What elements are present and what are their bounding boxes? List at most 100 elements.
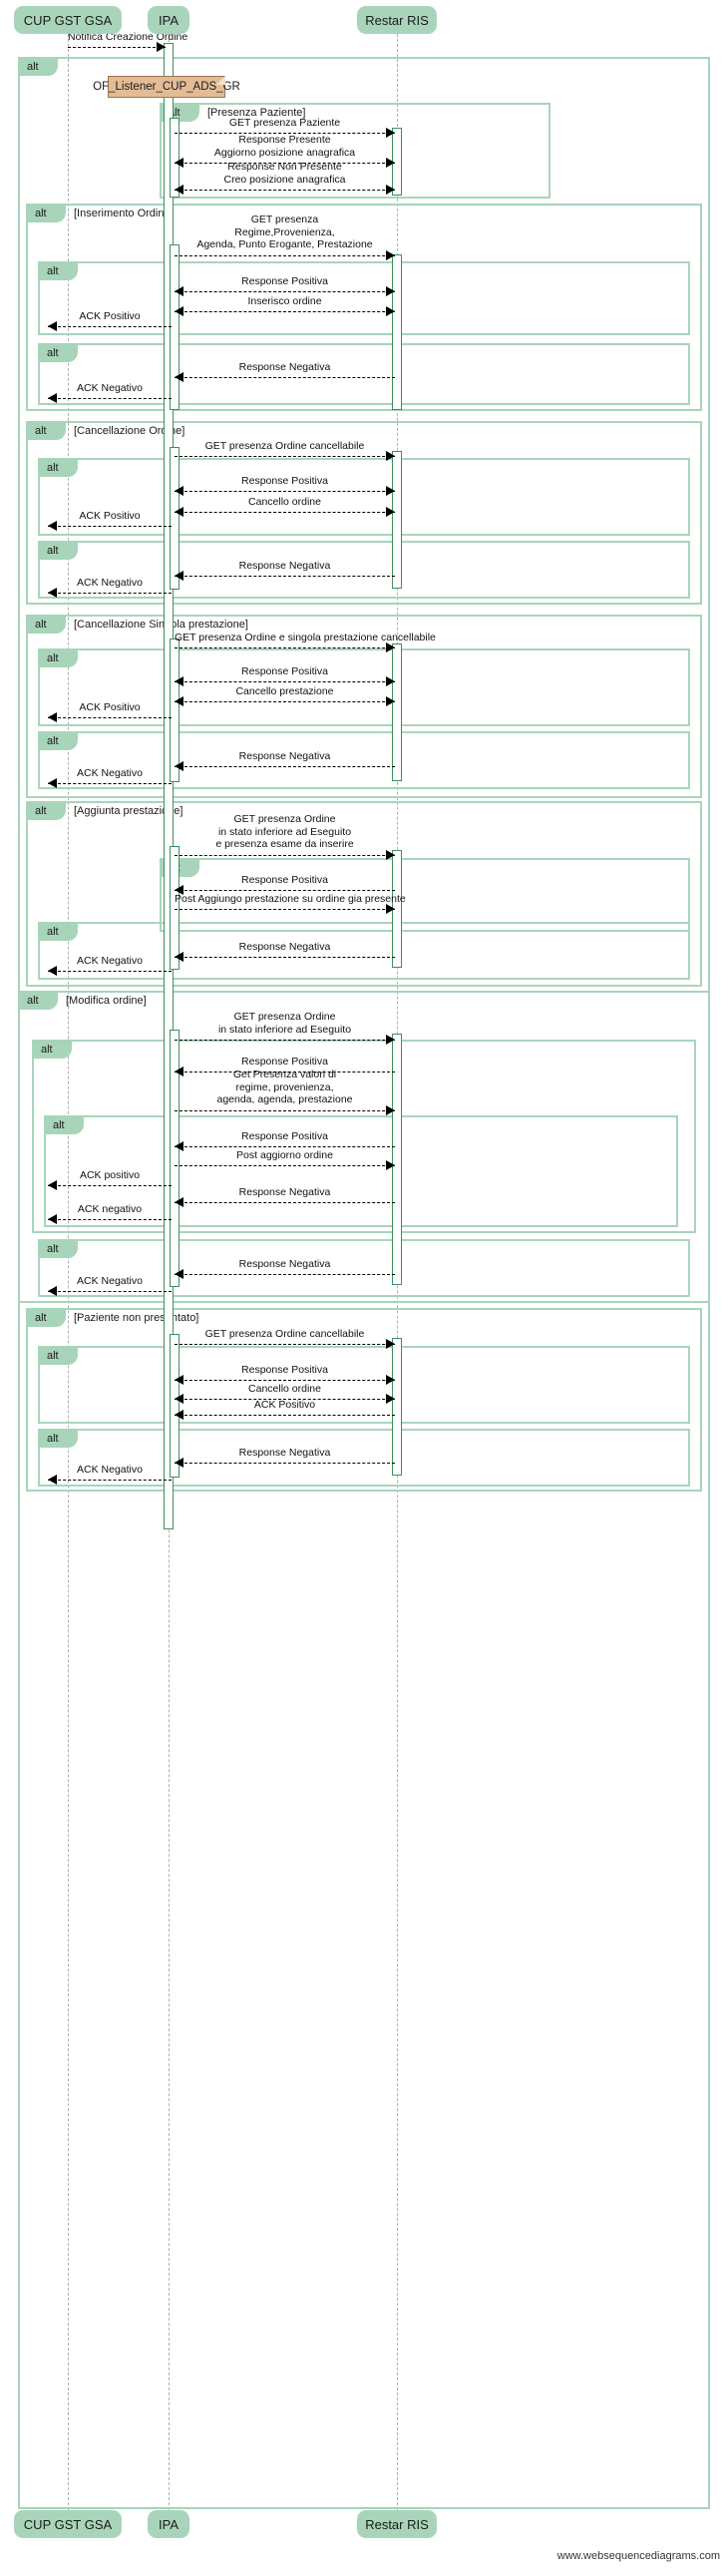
fragment-f-paz-pos: [38, 1346, 690, 1424]
message-label-line: in stato inferiore ad Eseguito: [217, 1023, 352, 1036]
message-arrowhead-left-m19: [175, 696, 183, 706]
fragment-operator-f-canc-pos: alt: [47, 462, 59, 474]
message-arrowhead-left-m34: [175, 1197, 183, 1207]
message-label-line: in stato inferiore ad Eseguito: [217, 825, 352, 838]
message-label-line: GET presenza: [250, 214, 319, 225]
message-arrowhead-left-m31: [175, 1141, 183, 1151]
message-label-line: GET presenza Ordine e singola prestazion…: [175, 632, 436, 644]
message-line-m13: [175, 512, 395, 513]
message-line-m37: [48, 1291, 172, 1292]
message-label-m26: Response Negativa: [175, 941, 395, 954]
fragment-tab-f-canc-singola: [28, 617, 66, 634]
fragment-tab-f-modifica: [20, 993, 58, 1010]
fragment-f-modifica: [18, 991, 710, 1303]
message-label-m36: Response Negativa: [175, 1258, 395, 1271]
message-arrowhead-left-m16: [48, 588, 57, 598]
message-arrowhead-right-m30: [386, 1105, 395, 1115]
message-label-line: Inserisco ordine: [247, 295, 322, 307]
actor-box-bottom-restar[interactable]: Restar RIS: [357, 2510, 437, 2538]
message-line-m4: [175, 190, 395, 191]
message-label-line: GET presenza Paziente: [228, 117, 341, 129]
message-label-m9: Response Negativa: [175, 361, 395, 374]
activation-ipa-cs: [170, 639, 180, 782]
fragment-tab-f-inserimento: [28, 206, 66, 222]
message-label-m24: Response Positiva: [175, 874, 395, 887]
activation-ipa-paz: [170, 1334, 180, 1478]
message-label-m39: Response Positiva: [175, 1364, 395, 1377]
message-line-m17: [175, 647, 395, 648]
message-arrowhead-left-m13: [175, 507, 183, 517]
message-arrowhead-right-m6: [386, 286, 395, 296]
message-label-line: ACK Positivo: [79, 510, 141, 522]
actor-box-bottom-cup[interactable]: CUP GST GSA: [14, 2510, 122, 2538]
actor-box-bottom-ipa[interactable]: IPA: [148, 2510, 189, 2538]
message-label-line: Response Negativa: [238, 750, 331, 762]
message-label-m11: GET presenza Ordine cancellabile: [175, 440, 395, 453]
message-label-line: Response Positiva: [241, 475, 328, 487]
message-arrowhead-right-m18: [386, 676, 395, 686]
message-label-m12: Response Positiva: [175, 475, 395, 488]
fragment-tab-f-cs-neg: [40, 733, 78, 750]
message-label-line: Post Aggiungo prestazione su ordine gia …: [175, 893, 406, 905]
message-label-m15: Response Negativa: [175, 560, 395, 573]
message-arrowhead-right-m11: [386, 451, 395, 461]
message-arrowhead-right-m4: [386, 185, 395, 195]
message-line-m9: [175, 377, 395, 378]
message-line-m27: [48, 971, 172, 972]
fragment-f-cs-pos: [38, 648, 690, 726]
fragment-operator-f-mod-pos: alt: [41, 1044, 53, 1056]
message-label-m1: Notifica Creazione Ordine: [68, 31, 187, 44]
activation-ipa-agg: [170, 846, 180, 970]
actor-box-restar[interactable]: Restar RIS: [357, 6, 437, 34]
message-line-m8: [48, 326, 172, 327]
message-line-m24: [175, 890, 395, 891]
fragment-tab-f-mod-inner: [46, 1117, 84, 1134]
message-arrowhead-left-m7: [175, 306, 183, 316]
fragment-tab-f-canc-pos: [40, 460, 78, 477]
activation-restar-canc: [392, 451, 402, 589]
message-label-line: Response Negativa: [238, 361, 331, 373]
message-arrowhead-left-m39: [175, 1375, 183, 1385]
message-arrowhead-right-m39: [386, 1375, 395, 1385]
message-label-line: Agenda, Punto Erogante, Prestazione: [196, 238, 373, 250]
fragment-tab-f-cs-pos: [40, 650, 78, 667]
actor-box-cup[interactable]: CUP GST GSA: [14, 6, 122, 34]
message-arrowhead-left-m37: [48, 1286, 57, 1296]
fragment-f-mod-pos: [32, 1040, 696, 1233]
activation-restar-ins: [392, 254, 402, 410]
message-label-m40: Cancello ordine: [175, 1383, 395, 1396]
fragment-operator-f-ins-neg: alt: [47, 347, 59, 359]
message-label-m35: ACK negativo: [48, 1203, 172, 1216]
message-label-m22: ACK Negativo: [48, 767, 172, 780]
message-arrowhead-right-m32: [386, 1160, 395, 1170]
message-label-line: Response Negativa: [238, 1447, 331, 1459]
message-label-line: Response Positiva: [241, 1130, 328, 1142]
fragment-tab-f-canc-neg: [40, 543, 78, 560]
message-line-m10: [48, 398, 172, 399]
message-label-m37: ACK Negativo: [48, 1275, 172, 1288]
message-label-line: ACK negativo: [77, 1203, 143, 1215]
message-arrowhead-right-m17: [386, 643, 395, 652]
message-label-line: Aggiorno posizione anagrafica: [213, 146, 356, 159]
message-arrowhead-left-m29: [175, 1067, 183, 1076]
message-arrowhead-left-m35: [48, 1214, 57, 1224]
message-arrowhead-left-m10: [48, 393, 57, 403]
message-line-m6: [175, 291, 395, 292]
fragment-operator-f-paz-pos: alt: [47, 1350, 59, 1362]
message-line-m36: [175, 1274, 395, 1275]
message-arrowhead-left-m43: [48, 1475, 57, 1485]
message-arrowhead-left-m4: [175, 185, 183, 195]
message-arrowhead-right-m13: [386, 507, 395, 517]
message-arrowhead-left-m40: [175, 1394, 183, 1404]
message-label-m7: Inserisco ordine: [175, 295, 395, 308]
message-label-m27: ACK Negativo: [48, 955, 172, 968]
message-label-line: regime, provenienza,: [235, 1080, 334, 1093]
message-arrowhead-left-m41: [175, 1410, 183, 1420]
message-label-line: Cancello ordine: [248, 496, 321, 508]
message-label-m42: Response Negativa: [175, 1447, 395, 1460]
actor-box-ipa[interactable]: IPA: [148, 6, 189, 34]
message-label-line: ACK Negativo: [77, 955, 143, 967]
message-label-line: ACK Negativo: [77, 577, 143, 589]
